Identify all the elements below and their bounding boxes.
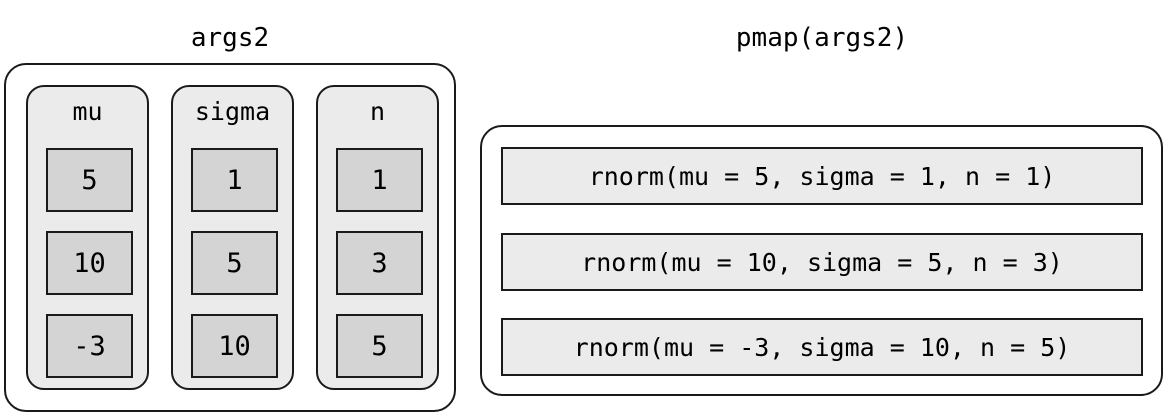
column-panel-mu: mu 5 10 -3 — [26, 85, 149, 390]
column-header-n: n — [369, 97, 386, 126]
pmap-results-container: rnorm(mu = 5, sigma = 1, n = 1) rnorm(mu… — [480, 125, 1163, 396]
pmap-title: pmap(args2) — [735, 23, 909, 53]
value-cell-n-0: 1 — [336, 148, 423, 212]
value-cell-sigma-1: 5 — [191, 231, 278, 295]
column-panel-n: n 1 3 5 — [316, 85, 439, 390]
result-row-0: rnorm(mu = 5, sigma = 1, n = 1) — [501, 147, 1143, 205]
value-cell-sigma-2: 10 — [191, 314, 278, 378]
value-cell-n-1: 3 — [336, 231, 423, 295]
result-row-2: rnorm(mu = -3, sigma = 10, n = 5) — [501, 318, 1143, 376]
value-cell-mu-2: -3 — [46, 314, 133, 378]
args2-container: mu 5 10 -3 sigma 1 5 10 n 1 3 5 — [4, 63, 456, 412]
result-row-1: rnorm(mu = 10, sigma = 5, n = 3) — [501, 233, 1143, 291]
column-panel-sigma: sigma 1 5 10 — [171, 85, 294, 390]
value-cell-mu-0: 5 — [46, 148, 133, 212]
value-cell-sigma-0: 1 — [191, 148, 278, 212]
value-cell-mu-1: 10 — [46, 231, 133, 295]
value-cell-n-2: 5 — [336, 314, 423, 378]
column-header-sigma: sigma — [194, 97, 271, 126]
args2-title: args2 — [190, 23, 270, 53]
column-header-mu: mu — [72, 97, 103, 126]
